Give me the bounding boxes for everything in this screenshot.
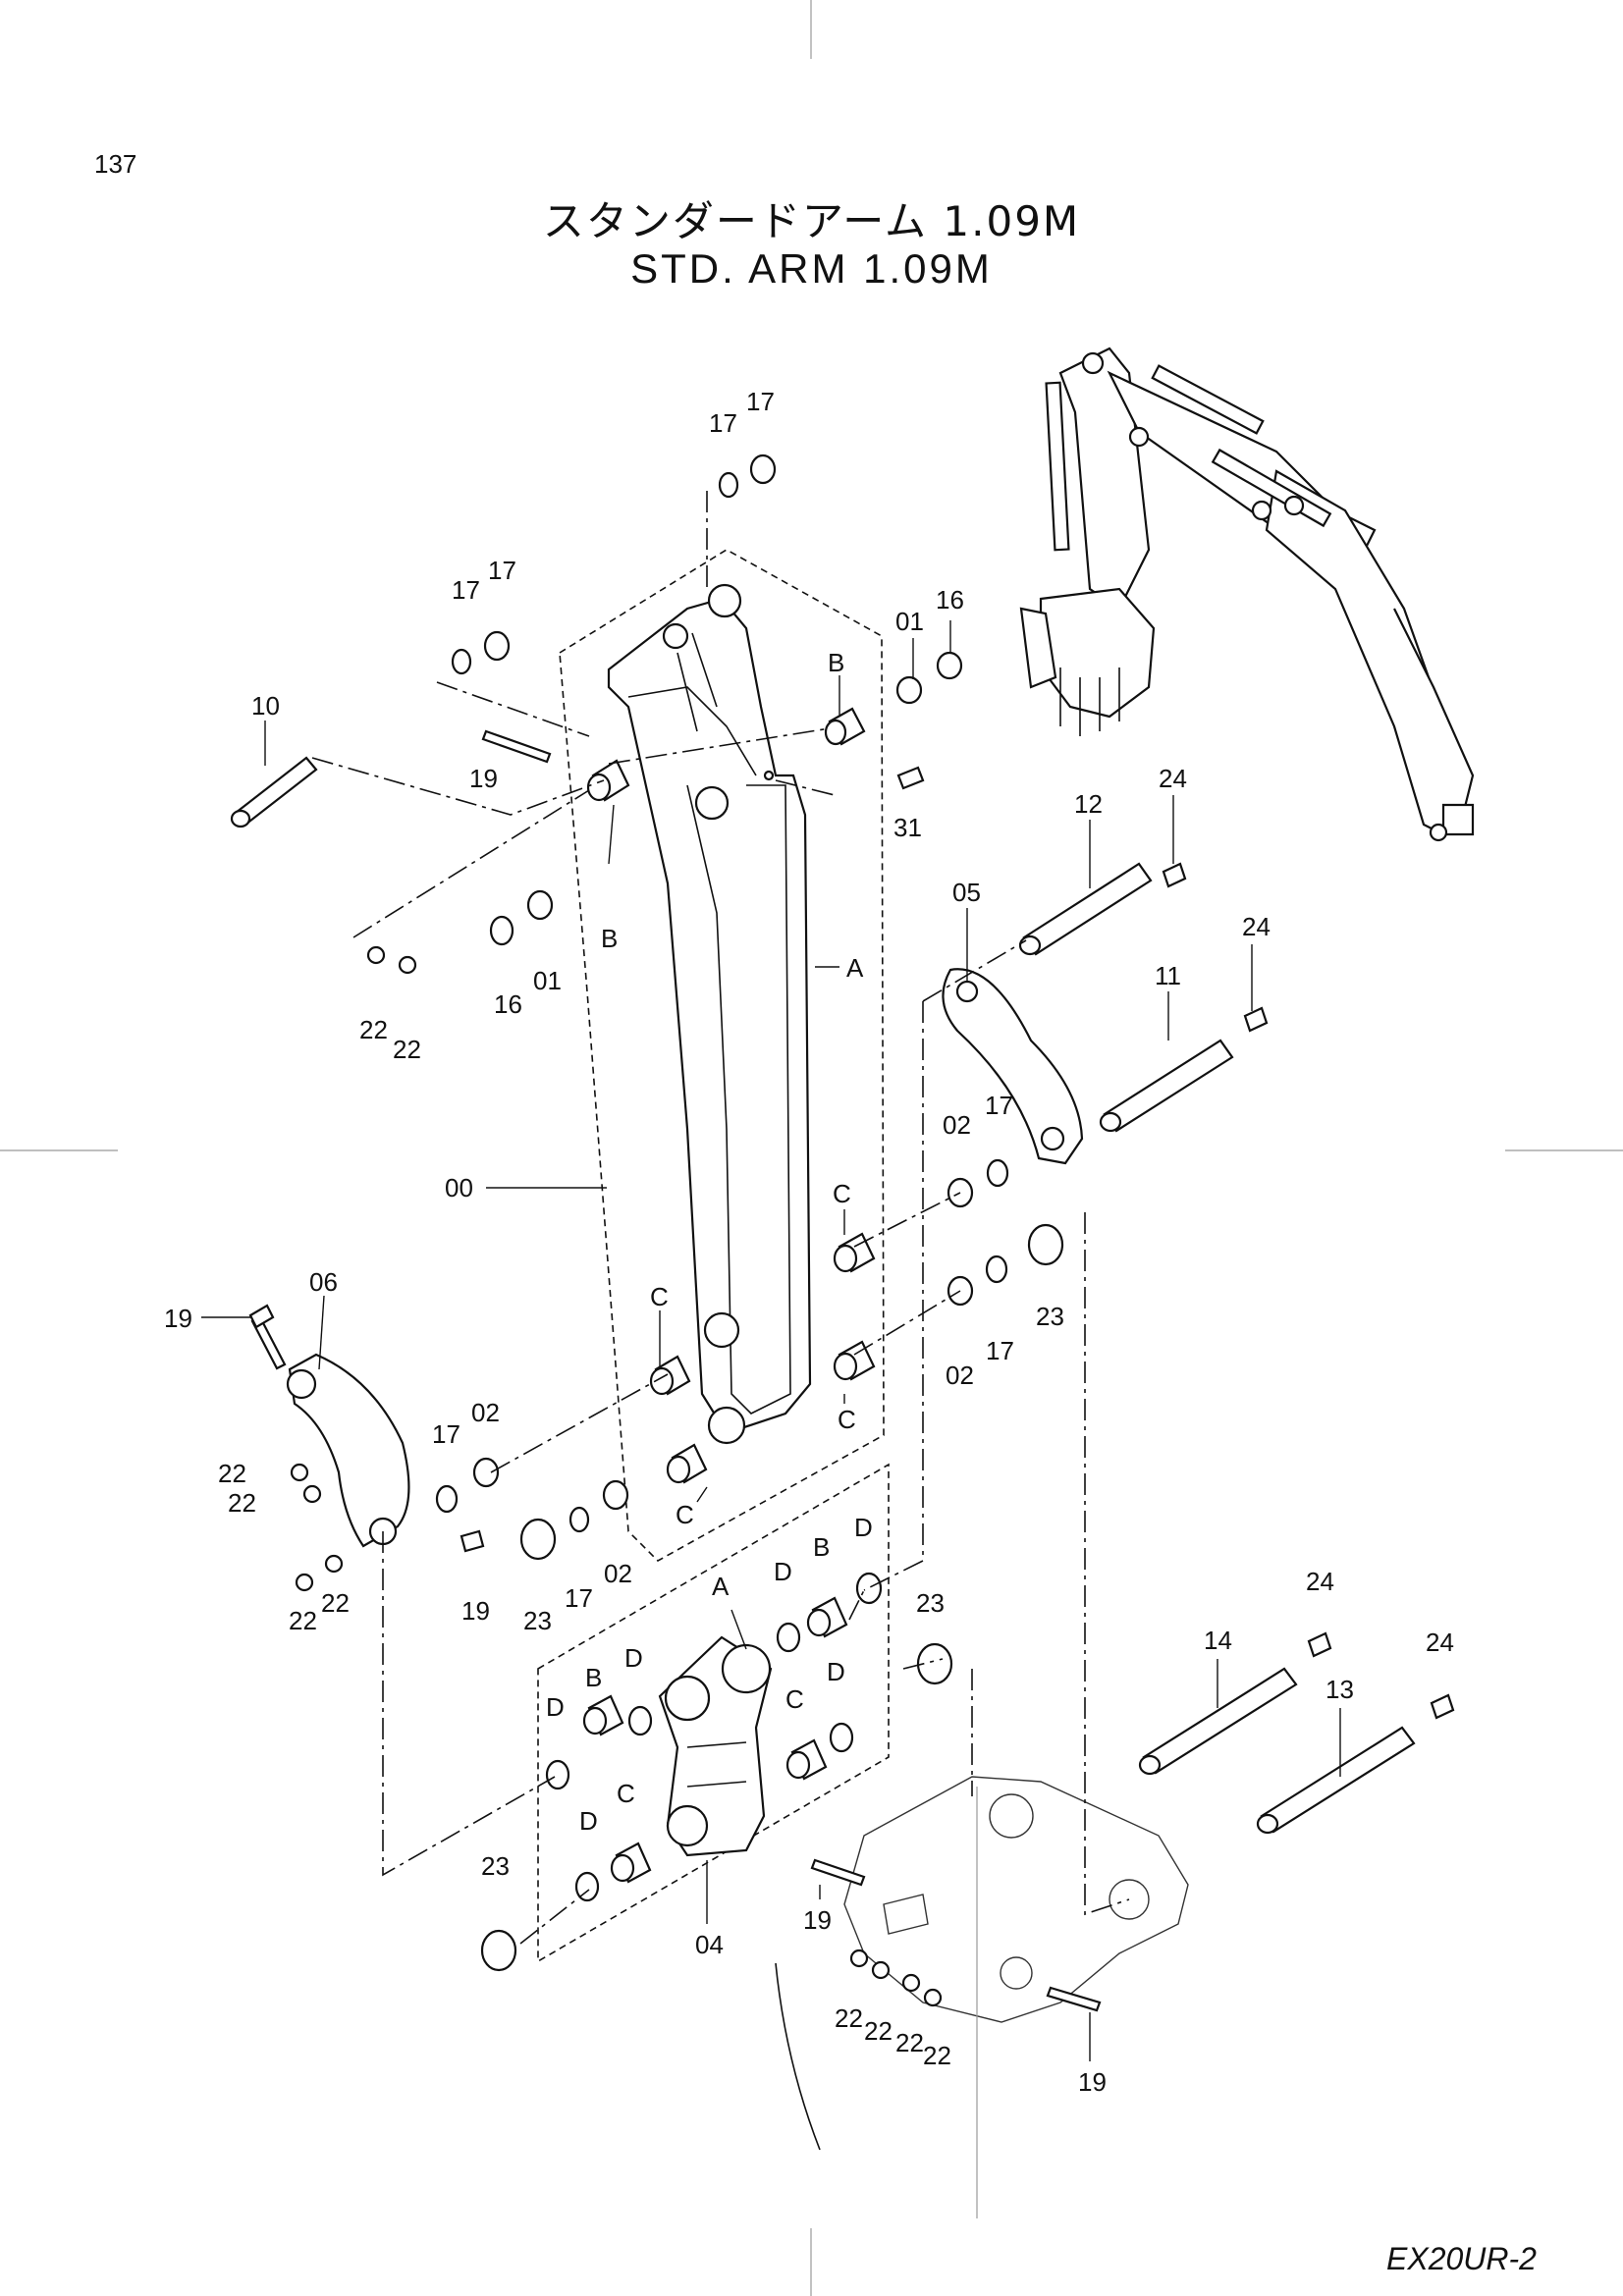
- callout-label: 19: [1078, 2067, 1107, 2097]
- callout-label: 02: [604, 1559, 632, 1588]
- callout-label: 14: [1204, 1626, 1232, 1655]
- excavator-inset: [1019, 347, 1475, 842]
- callout-label: D: [546, 1692, 565, 1722]
- callout-label: C: [785, 1684, 804, 1714]
- callout-label: 31: [893, 813, 922, 842]
- callout-label: 17: [709, 408, 737, 438]
- callout-label: C: [650, 1282, 669, 1311]
- callout-label: D: [827, 1657, 845, 1686]
- callout-label: B: [585, 1663, 602, 1692]
- callout-label: 24: [1242, 912, 1271, 941]
- callout-label: 22: [228, 1488, 256, 1518]
- callout-label: 00: [445, 1173, 473, 1202]
- callout-label: 02: [946, 1361, 974, 1390]
- callout-label: 16: [936, 585, 964, 614]
- callout-label: 19: [469, 764, 498, 793]
- part-labels: 17 17 17 17 01 16 B 10 19 31 B 01 16 22 …: [164, 387, 1454, 2097]
- callout-label: 06: [309, 1267, 338, 1297]
- callout-label: 01: [895, 607, 924, 636]
- callout-label: 17: [432, 1419, 460, 1449]
- pins: [230, 756, 1416, 1835]
- callout-label: D: [774, 1557, 792, 1586]
- callout-label: 02: [471, 1398, 500, 1427]
- callout-label: 24: [1426, 1628, 1454, 1657]
- page-number: 137: [94, 149, 137, 179]
- callout-label: C: [833, 1179, 851, 1208]
- callout-label: 23: [916, 1588, 945, 1618]
- callout-label: 23: [523, 1606, 552, 1635]
- callout-label: 24: [1306, 1567, 1334, 1596]
- callout-label: D: [624, 1643, 643, 1673]
- callout-label: 04: [695, 1930, 724, 1959]
- callout-label: 22: [835, 2003, 863, 2033]
- callout-label: 22: [923, 2041, 951, 2070]
- callout-label: 22: [218, 1459, 246, 1488]
- callout-label: 02: [943, 1110, 971, 1140]
- callout-label: 22: [289, 1606, 317, 1635]
- callout-label: B: [601, 924, 618, 953]
- callout-label: C: [838, 1405, 856, 1434]
- callout-label: 17: [565, 1583, 593, 1613]
- callout-label: D: [579, 1806, 598, 1836]
- callout-label: 10: [251, 691, 280, 721]
- callout-label: A: [712, 1572, 730, 1601]
- callout-label: 19: [803, 1905, 832, 1935]
- callout-label: 17: [985, 1091, 1013, 1120]
- callout-label: 22: [895, 2028, 924, 2057]
- assembly-center-lines: [311, 491, 1130, 1945]
- callout-label: D: [854, 1513, 873, 1542]
- callout-label: 19: [164, 1304, 192, 1333]
- leader-lines: [201, 620, 1341, 2061]
- callout-label: 19: [461, 1596, 490, 1626]
- title-english: STD. ARM 1.09M: [630, 245, 993, 292]
- arm-assembly: [559, 549, 885, 1562]
- callout-label: A: [846, 953, 864, 983]
- side-plates: [286, 968, 1084, 1548]
- callout-label: 17: [746, 387, 775, 416]
- model-code: EX20UR-2: [1386, 2241, 1537, 2276]
- callout-label: 24: [1159, 764, 1187, 793]
- callout-label: 17: [488, 556, 516, 585]
- callout-label: 11: [1155, 961, 1181, 990]
- callout-label: 05: [952, 878, 981, 907]
- callout-label: 22: [393, 1035, 421, 1064]
- callout-label: 22: [359, 1015, 388, 1044]
- callout-label: C: [676, 1500, 694, 1529]
- title-japanese: スタンダードアーム 1.09M: [542, 197, 1081, 245]
- callout-label: 17: [452, 575, 480, 605]
- callout-label: 22: [321, 1588, 350, 1618]
- callout-label: 17: [986, 1336, 1014, 1365]
- bushings-washers: [290, 454, 1455, 2007]
- bolts: [248, 729, 1102, 2012]
- callout-label: 12: [1074, 789, 1103, 819]
- callout-label: C: [617, 1779, 635, 1808]
- callout-label: B: [828, 648, 844, 677]
- callout-label: 23: [1036, 1302, 1064, 1331]
- callout-label: 16: [494, 989, 522, 1019]
- callout-label: 22: [864, 2016, 893, 2046]
- callout-label: 01: [533, 966, 562, 995]
- link-assembly: [537, 1463, 890, 1963]
- callout-label: 13: [1325, 1675, 1354, 1704]
- callout-label: B: [813, 1532, 830, 1562]
- callout-label: 23: [481, 1851, 510, 1881]
- bucket-bracket: [775, 1776, 1189, 2218]
